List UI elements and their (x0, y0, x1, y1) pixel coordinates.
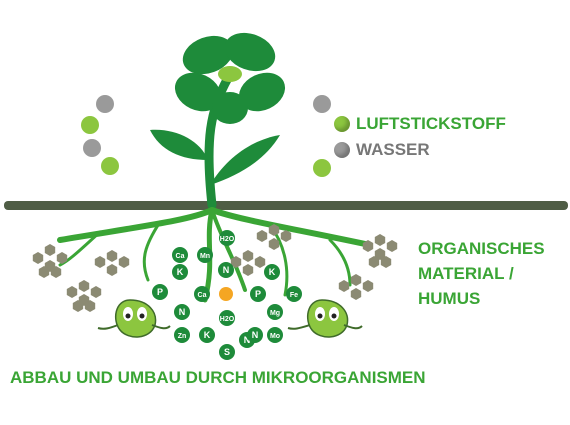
nutrient-circle (172, 247, 188, 263)
leaf-left (150, 129, 208, 160)
nutrient-circle (197, 247, 213, 263)
nutrient-circle (219, 344, 235, 360)
hexagon (38, 266, 50, 278)
nutrient-circle (286, 286, 302, 302)
nutrient-label: Zn (178, 333, 187, 340)
hexagon (350, 274, 362, 286)
hexagon (106, 264, 118, 276)
hexagon (32, 252, 44, 264)
nutrient-label: Mg (270, 310, 280, 317)
hexagon (350, 288, 362, 300)
hexagon (50, 266, 62, 278)
organic-label-line: MATERIAL / (418, 264, 514, 283)
legend-item-wasser: WASSER (334, 140, 430, 160)
nutrient-label: H2O (220, 316, 235, 323)
hexagon (230, 256, 242, 268)
hexagon (368, 256, 380, 268)
microorganism-right (287, 299, 363, 338)
nutrient-label: N (252, 330, 259, 340)
hexagon (242, 250, 254, 262)
nutrient-label: N (244, 335, 251, 345)
flower (174, 32, 286, 124)
nutrient-label: N (179, 307, 186, 317)
legend-item-luftstickstoff: LUFTSTICKSTOFF (334, 114, 506, 134)
legend-label: WASSER (356, 140, 430, 159)
hexagon (268, 238, 280, 250)
hexagon (374, 234, 386, 246)
hexagon (94, 256, 106, 268)
nutrient-label: K (177, 267, 184, 277)
nutrient-circle (264, 264, 280, 280)
nutrient-label: K (204, 330, 211, 340)
nutrient-label: P (255, 289, 261, 299)
organic-label-line: HUMUS (418, 289, 481, 308)
hexagon (268, 224, 280, 236)
hexagon (84, 300, 96, 312)
hexagon (118, 256, 130, 268)
water-dot-icon (334, 142, 350, 158)
nitrogen-dot-icon (334, 116, 350, 132)
nutrient-label: H2O (220, 236, 235, 243)
nutrient-circle (250, 286, 266, 302)
nutrient-label: Fe (290, 292, 298, 299)
roots (57, 207, 373, 303)
organic-matter-hexagons (32, 224, 398, 312)
orange-nutrient-icon (219, 287, 233, 301)
nutrient-circle (219, 230, 235, 246)
nutrient-circle (267, 327, 283, 343)
nutrient-circle (267, 304, 283, 320)
hexagon (90, 286, 102, 298)
nutrient-label: S (224, 347, 230, 357)
nutrient-label: P (157, 287, 163, 297)
hexagon (56, 252, 68, 264)
nutrient-label: N (223, 265, 230, 275)
plant (150, 32, 286, 210)
nutrient-circle (174, 327, 190, 343)
nutrient-circle (174, 304, 190, 320)
hexagon (106, 250, 118, 262)
nutrient-circle (247, 327, 263, 343)
nutrient-circle (172, 264, 188, 280)
organic-label-line: ORGANISCHES (418, 239, 545, 258)
hexagon (44, 244, 56, 256)
hexagon (280, 230, 292, 242)
hexagon (386, 240, 398, 252)
nutrient-label: Mn (200, 253, 210, 260)
organic-material-label: ORGANISCHES MATERIAL / HUMUS (418, 236, 568, 311)
nutrient-circle (199, 327, 215, 343)
hexagon (72, 300, 84, 312)
footer-caption: ABBAU UND UMBAU DURCH MIKROORGANISMEN (10, 368, 426, 387)
flower-center (218, 66, 242, 82)
hexagon (362, 280, 374, 292)
nutrient-circle (152, 284, 168, 300)
hexagon (78, 280, 90, 292)
nutrient-label: Mo (270, 333, 280, 340)
nutrient-label: K (269, 267, 276, 277)
hexagon (380, 256, 392, 268)
hexagon (362, 240, 374, 252)
hexagon (256, 230, 268, 242)
leaf-right (210, 135, 280, 185)
hexagon (66, 286, 78, 298)
hexagon (338, 280, 350, 292)
hexagon (254, 256, 266, 268)
nutrient-circle (218, 262, 234, 278)
nutrient-label: Ca (198, 292, 207, 299)
hexagon (374, 248, 386, 260)
microorganism-left (97, 299, 171, 338)
nutrient-circle (219, 310, 235, 326)
legend-label: LUFTSTICKSTOFF (356, 114, 506, 133)
hexagon (242, 264, 254, 276)
nutrient-circle (194, 286, 210, 302)
nutrient-label: Ca (176, 253, 185, 260)
soil-surface-line (4, 201, 568, 210)
air-spheres (81, 95, 331, 177)
